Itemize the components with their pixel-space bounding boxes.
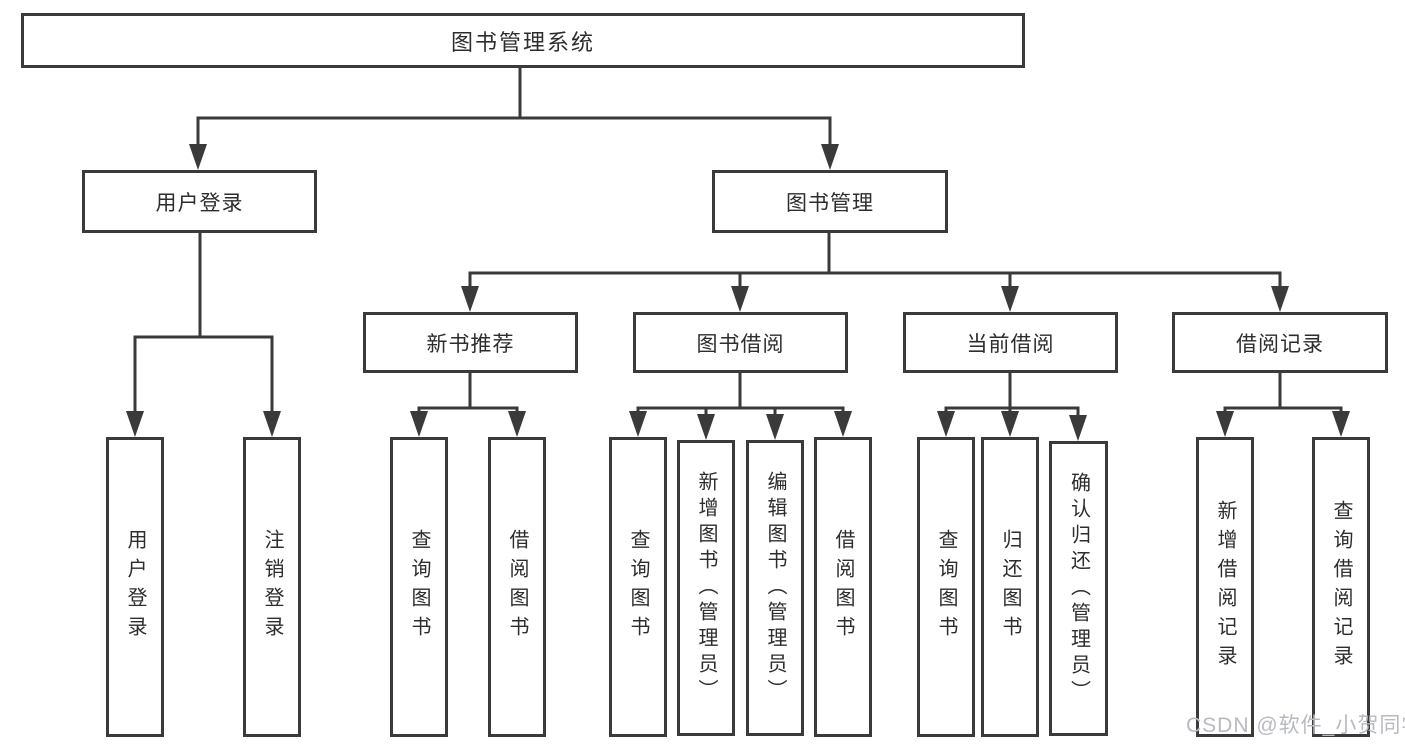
leaf-add-borrow-record-label: 新增借阅记录 [1214,500,1236,674]
leaf-borrow-books-recommend: 借阅图书 [488,437,546,737]
leaf-query-books-borrow: 查询图书 [609,437,667,737]
leaf-logout: 注销登录 [243,437,301,737]
node-root-label: 图书管理系统 [450,29,595,55]
leaf-query-books-recommend-label: 查询图书 [408,529,430,645]
csdn-watermark: CSDN @软件_小贺同学 [1186,714,1405,737]
leaf-edit-book-admin-label: 编辑图书（管理员） [764,471,786,705]
leaf-borrow-books-borrow: 借阅图书 [814,437,872,737]
leaf-query-books-current: 查询图书 [917,437,975,737]
node-borrow-records: 借阅记录 [1172,312,1388,373]
leaf-borrow-books-recommend-label: 借阅图书 [506,529,528,645]
arrowhead-icons [126,144,1350,441]
node-borrow-records-label: 借阅记录 [1236,332,1324,356]
leaf-add-borrow-record: 新增借阅记录 [1196,437,1254,737]
node-book-management-label: 图书管理 [786,191,874,215]
node-new-book-recommend-label: 新书推荐 [426,332,515,356]
leaf-query-books-borrow-label: 查询图书 [627,529,649,645]
leaf-borrow-books-borrow-label: 借阅图书 [832,529,854,645]
node-user-login: 用户登录 [82,170,317,233]
node-user-login-label: 用户登录 [155,191,244,215]
leaf-user-login: 用户登录 [106,437,164,737]
leaf-return-books-label: 归还图书 [999,529,1021,645]
leaf-add-book-admin-label: 新增图书（管理员） [695,471,717,705]
leaf-add-book-admin: 新增图书（管理员） [677,440,735,736]
leaf-query-borrow-record: 查询借阅记录 [1312,437,1370,737]
leaf-query-books-recommend: 查询图书 [390,437,448,737]
node-root: 图书管理系统 [21,13,1025,68]
leaf-confirm-return-admin: 确认归还（管理员） [1049,441,1108,736]
node-current-borrow-label: 当前借阅 [966,332,1055,356]
node-book-management: 图书管理 [712,170,948,233]
leaf-user-login-label: 用户登录 [124,529,146,645]
leaf-edit-book-admin: 编辑图书（管理员） [746,440,804,736]
leaf-logout-label: 注销登录 [261,529,283,645]
leaf-confirm-return-admin-label: 确认归还（管理员） [1067,471,1090,706]
node-book-borrow-label: 图书借阅 [696,332,785,356]
node-book-borrow: 图书借阅 [633,312,848,373]
leaf-query-borrow-record-label: 查询借阅记录 [1330,500,1352,674]
leaf-query-books-current-label: 查询图书 [935,529,957,645]
node-current-borrow: 当前借阅 [903,312,1118,373]
node-new-book-recommend: 新书推荐 [363,312,578,373]
leaf-return-books: 归还图书 [981,437,1039,737]
